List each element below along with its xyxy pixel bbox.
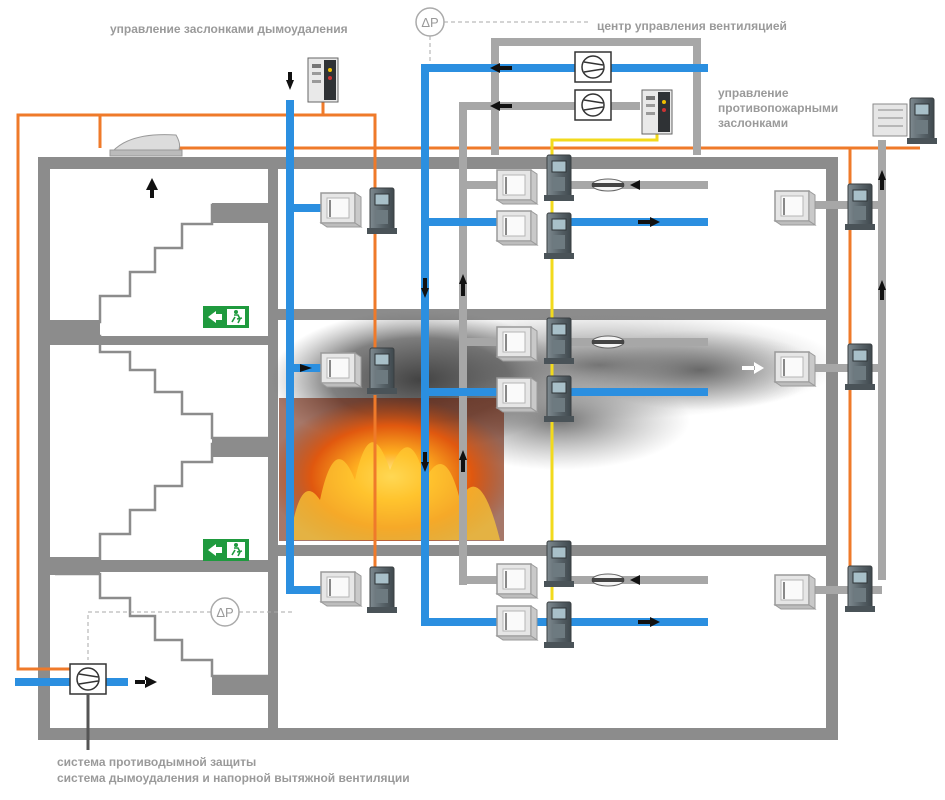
fire-damper-unit-icon xyxy=(872,97,938,145)
pressure-sensor-bottom: ΔP xyxy=(87,597,292,660)
damper-icon xyxy=(496,605,538,641)
smoke-detector-icon xyxy=(591,178,625,192)
damper-icon xyxy=(496,326,538,362)
actuator-icon xyxy=(844,565,876,613)
fan-icon xyxy=(574,89,612,121)
damper-icon xyxy=(496,377,538,413)
pressure-sensor-top: ΔP xyxy=(415,7,590,62)
actuator-icon xyxy=(844,183,876,231)
fan-icon xyxy=(69,663,107,695)
smoke-damper-control-label: управление заслонками дымоудаления xyxy=(110,22,348,36)
actuator-icon xyxy=(844,343,876,391)
flow-arrows xyxy=(135,63,886,688)
controller-cabinet-icon xyxy=(307,57,339,103)
damper-icon xyxy=(320,571,362,607)
damper-icon xyxy=(774,351,816,387)
damper-icon xyxy=(774,190,816,226)
actuator-icon xyxy=(366,187,398,235)
smoke-detector-icon xyxy=(591,573,625,587)
actuator-icon xyxy=(366,347,398,395)
damper-icon xyxy=(496,169,538,205)
emergency-exit-sign-icon xyxy=(202,538,250,562)
smoke-exhaust-system-label: система дымоудаления и напорной вытяжной… xyxy=(57,771,410,785)
staircase xyxy=(55,203,270,678)
control-lines xyxy=(16,100,920,671)
fire-damper-control-label-3: заслонками xyxy=(718,116,789,130)
fire-icon xyxy=(279,398,504,541)
smoke-detector-icon xyxy=(591,335,625,349)
damper-icon xyxy=(774,574,816,610)
fire-damper-control-label-1: управление xyxy=(718,86,789,100)
fan-icon xyxy=(574,51,612,83)
smoke-flow-arrow xyxy=(742,362,764,374)
controller-cabinet-icon xyxy=(641,89,673,135)
actuator-icon xyxy=(543,601,575,649)
damper-icon xyxy=(320,352,362,388)
smoke-hatch-icon xyxy=(109,134,183,157)
actuator-icon xyxy=(543,212,575,260)
pressure-sensor-label: ΔP xyxy=(216,605,233,620)
ventilation-center-label: центр управления вентиляцией xyxy=(597,19,787,33)
damper-icon xyxy=(496,210,538,246)
pressure-sensor-label: ΔP xyxy=(421,15,438,30)
actuator-icon xyxy=(543,540,575,588)
actuator-icon xyxy=(543,317,575,365)
fire-damper-control-label-2: противопожарными xyxy=(718,101,839,115)
actuator-icon xyxy=(366,566,398,614)
smoke-protection-system-label: система противодымной защиты xyxy=(57,755,257,769)
actuator-icon xyxy=(543,375,575,423)
emergency-exit-sign-icon xyxy=(202,305,250,329)
damper-icon xyxy=(320,192,362,228)
damper-icon xyxy=(496,563,538,599)
actuator-icon xyxy=(543,154,575,202)
landing-blocks xyxy=(45,203,270,695)
